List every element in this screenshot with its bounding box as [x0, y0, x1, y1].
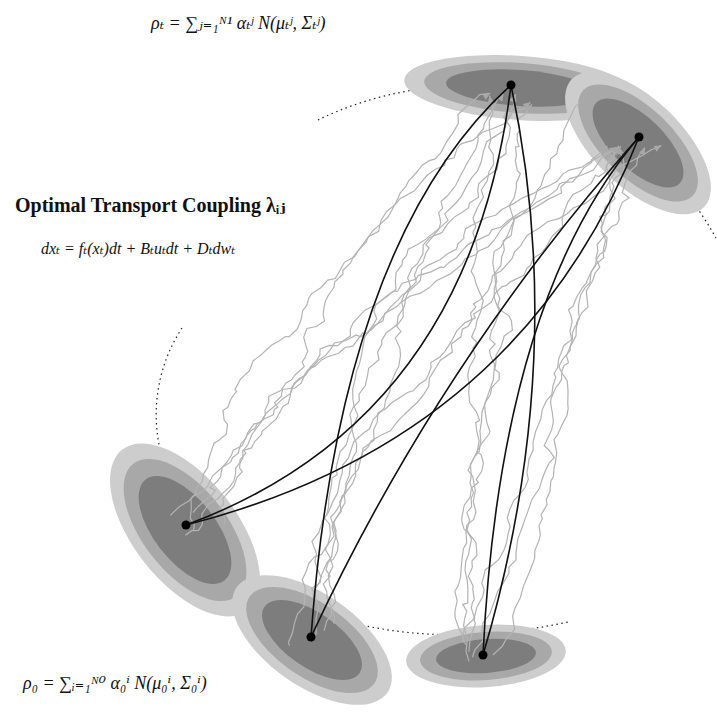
sample-path — [455, 104, 532, 642]
sample-path — [323, 94, 515, 624]
gaussian-ellipse — [210, 550, 413, 723]
sample-path — [469, 148, 645, 652]
sample-path — [324, 96, 516, 631]
formula-label: ρ₀ = ∑ᵢ₌₁ᴺ⁰ α₀ⁱ N(μ₀ⁱ, Σ₀ⁱ) — [20, 672, 210, 696]
sample-path — [462, 96, 494, 645]
sample-path — [219, 93, 490, 524]
sample-paths — [170, 93, 661, 661]
sample-arrowhead — [639, 148, 645, 156]
coupling-curves — [186, 85, 639, 655]
sample-path — [493, 146, 619, 655]
gaussian-ellipse — [404, 619, 568, 692]
sample-arrowhead — [525, 104, 532, 111]
sample-arrowhead — [600, 146, 607, 153]
sample-path — [288, 146, 661, 646]
formula-label: dxₜ = fₜ(xₜ)dt + Bₜuₜdt + Dₜdwₜ — [38, 238, 238, 259]
diagram-title: Optimal Transport Coupling λᵢⱼ — [12, 192, 289, 218]
formula-label: ρₜ = ∑ⱼ₌₁ᴺ¹ αₜʲ N(μₜʲ, Σₜʲ) — [148, 12, 329, 36]
gaussian-ellipse — [541, 47, 717, 238]
sample-arrowhead — [579, 98, 586, 106]
sample-arrowhead — [612, 146, 618, 154]
mean-dots — [182, 81, 644, 660]
sample-path — [472, 147, 624, 657]
sample-arrowhead — [654, 146, 662, 152]
